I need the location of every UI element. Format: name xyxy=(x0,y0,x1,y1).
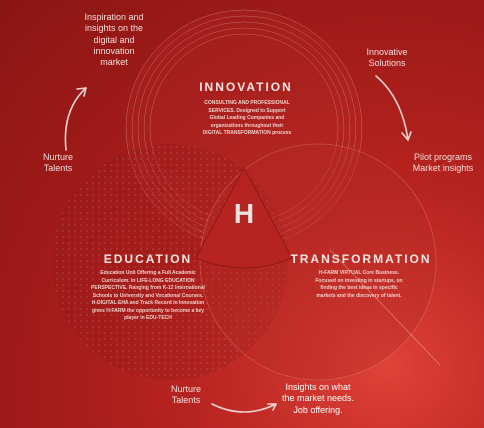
caption-mid-right: Pilot programs Market insights xyxy=(412,152,474,174)
caption-mid-left: Nurture Talents xyxy=(42,152,73,174)
education-title: EDUCATION xyxy=(103,252,193,266)
caption-top-left: Inspiration and insights on the digital … xyxy=(84,12,144,67)
arrow-bottom xyxy=(211,403,277,413)
caption-bottom-left: Nurture Talents xyxy=(170,384,201,406)
center-triangle xyxy=(195,166,293,269)
education-description: Education Unit Offering a Full Academic … xyxy=(91,270,205,321)
arrow-top-right xyxy=(375,75,409,141)
arrow-top-left xyxy=(64,87,87,151)
innovation-title: INNOVATION xyxy=(199,80,293,94)
transformation-title: TRANSFORMATION xyxy=(290,252,432,266)
center-logo-h: H xyxy=(233,198,255,229)
transformation-description: H-FARM VIRTUAL Core Business. Focused on… xyxy=(315,270,403,299)
caption-bottom-right: Insights on what the market needs. Job o… xyxy=(281,382,355,415)
innovation-description: CONSULTING AND PROFESSIONAL SERVICES. De… xyxy=(202,100,292,136)
caption-top-right: Innovative Solutions xyxy=(366,47,408,69)
